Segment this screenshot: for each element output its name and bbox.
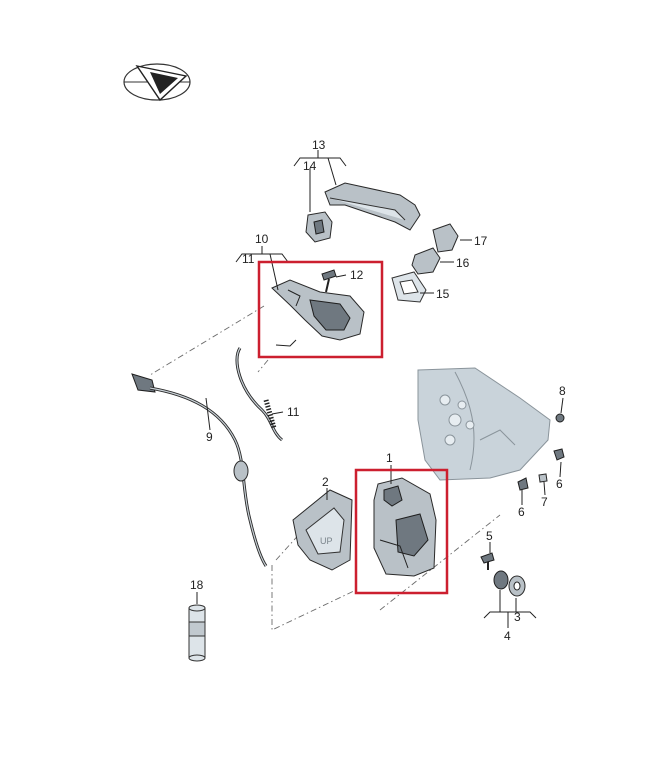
- callout-4: 4: [504, 629, 511, 643]
- callout-6-left: 6: [518, 505, 525, 519]
- callout-2: 2: [322, 475, 329, 489]
- bowden-cable: [235, 347, 284, 442]
- release-cable: [131, 373, 268, 567]
- callout-15: 15: [436, 287, 450, 301]
- door-inner-panel: [417, 367, 551, 481]
- callout-3: 3: [514, 610, 521, 624]
- callout-11: 11: [287, 405, 300, 419]
- screw: [321, 269, 337, 293]
- outer-door-handle: [324, 182, 421, 231]
- highlight-box-door-lock: [354, 468, 449, 595]
- handle-cap: [432, 223, 459, 253]
- callout-7: 7: [541, 495, 548, 509]
- highlight-box-handle-carrier: [257, 260, 384, 359]
- leader-lines: [196, 150, 564, 628]
- callout-8: 8: [559, 384, 566, 398]
- callout-6-right: 6: [556, 477, 563, 491]
- fasteners: [517, 413, 565, 491]
- callout-5: 5: [486, 529, 493, 543]
- compass-logo-icon: [123, 63, 191, 102]
- callout-1: 1: [386, 451, 393, 465]
- callout-18: 18: [190, 578, 204, 592]
- grease-tube: [188, 604, 206, 662]
- callout-9: 9: [206, 430, 213, 444]
- lock-cover: UP: [292, 489, 353, 571]
- callout-17: 17: [474, 234, 488, 248]
- callout-11-top: 11: [242, 252, 255, 266]
- handle-carrier: [271, 279, 365, 347]
- handle-bracket: [305, 211, 333, 243]
- lock-cover-embossing: UP: [320, 536, 333, 546]
- striker-assembly: [480, 552, 526, 597]
- callout-10: 10: [255, 232, 269, 246]
- callout-16: 16: [456, 256, 470, 270]
- callout-12: 12: [350, 268, 364, 282]
- callout-13: 13: [312, 138, 326, 152]
- handle-gasket: [411, 247, 441, 275]
- callout-14: 14: [303, 159, 317, 173]
- door-lock: [373, 477, 437, 577]
- handle-seal: [391, 271, 427, 303]
- callout-labels: 1 2 3 4 5 6 6 7 8 9 10 11 11 12 13 14 15…: [190, 138, 566, 643]
